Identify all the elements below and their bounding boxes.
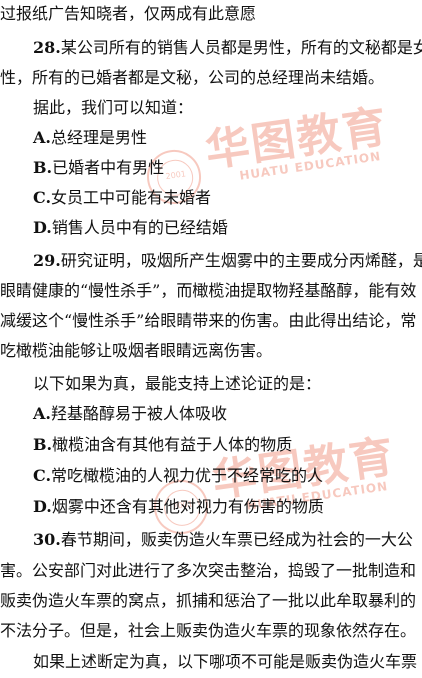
question-28-prompt: 据此，我们可以知道：: [33, 98, 194, 117]
question-number: 28.: [33, 38, 61, 57]
question-29-option-c: C.常吃橄榄油的人视力优于不经常吃的人: [33, 466, 324, 485]
question-28-option-d: D.销售人员中有的已经结婚: [33, 218, 228, 237]
question-29-stem-line-2: 眼睛健康的“慢性杀手”，而橄榄油提取物羟基酪醇，能有效: [0, 281, 417, 300]
question-28-stem-line-1: 28.某公司所有的销售人员都是男性，所有的文秘都是女: [33, 38, 422, 57]
question-30-prompt: 如果上述断定为真，以下哪项不可能是贩卖伪造火车票: [33, 652, 418, 671]
question-29-stem-line-1: 29.研究证明，吸烟所产生烟雾中的主要成分丙烯醛，是: [33, 251, 422, 270]
question-29-option-a: A.羟基酪醇易于被人体吸收: [33, 404, 227, 423]
question-28-option-b: B.已婚者中有男性: [33, 158, 165, 177]
question-28-option-c: C.女员工中可能有未婚者: [33, 188, 212, 207]
question-29-option-d: D.烟雾中还含有其他对视力有伤害的物质: [33, 497, 324, 516]
text-line-continuation: 过报纸广告知晓者，仅两成有此意愿: [0, 4, 257, 23]
question-29-stem-line-3: 减缓这个“慢性杀手”给眼睛带来的伤害。由此得出结论，常: [0, 311, 417, 330]
question-28-stem-line-2: 性，所有的已婚者都是文秘，公司的总经理尚未结婚。: [0, 68, 385, 87]
question-29-stem-line-4: 吃橄榄油能够让吸烟者眼睛远离伤害。: [0, 341, 273, 360]
question-29-option-b: B.橄榄油含有其他有益于人体的物质: [33, 435, 293, 454]
question-number: 29.: [33, 251, 61, 270]
question-30-stem-line-4: 不法分子。但是，社会上贩卖伪造火车票的现象依然存在。: [0, 621, 417, 640]
question-30-stem-line-2: 害。公安部门对此进行了多次突击整治，捣毁了一批制造和: [0, 561, 417, 580]
question-30-stem-line-1: 30.春节期间，贩卖伪造火车票已经成为社会的一大公: [33, 530, 413, 549]
question-28-option-a: A.总经理是男性: [33, 128, 147, 147]
question-29-prompt: 以下如果为真，最能支持上述论证的是：: [33, 374, 322, 393]
question-number: 30.: [33, 530, 61, 549]
question-30-stem-line-3: 贩卖伪造火车票的窝点，抓捕和惩治了一批以此牟取暴利的: [0, 591, 417, 610]
